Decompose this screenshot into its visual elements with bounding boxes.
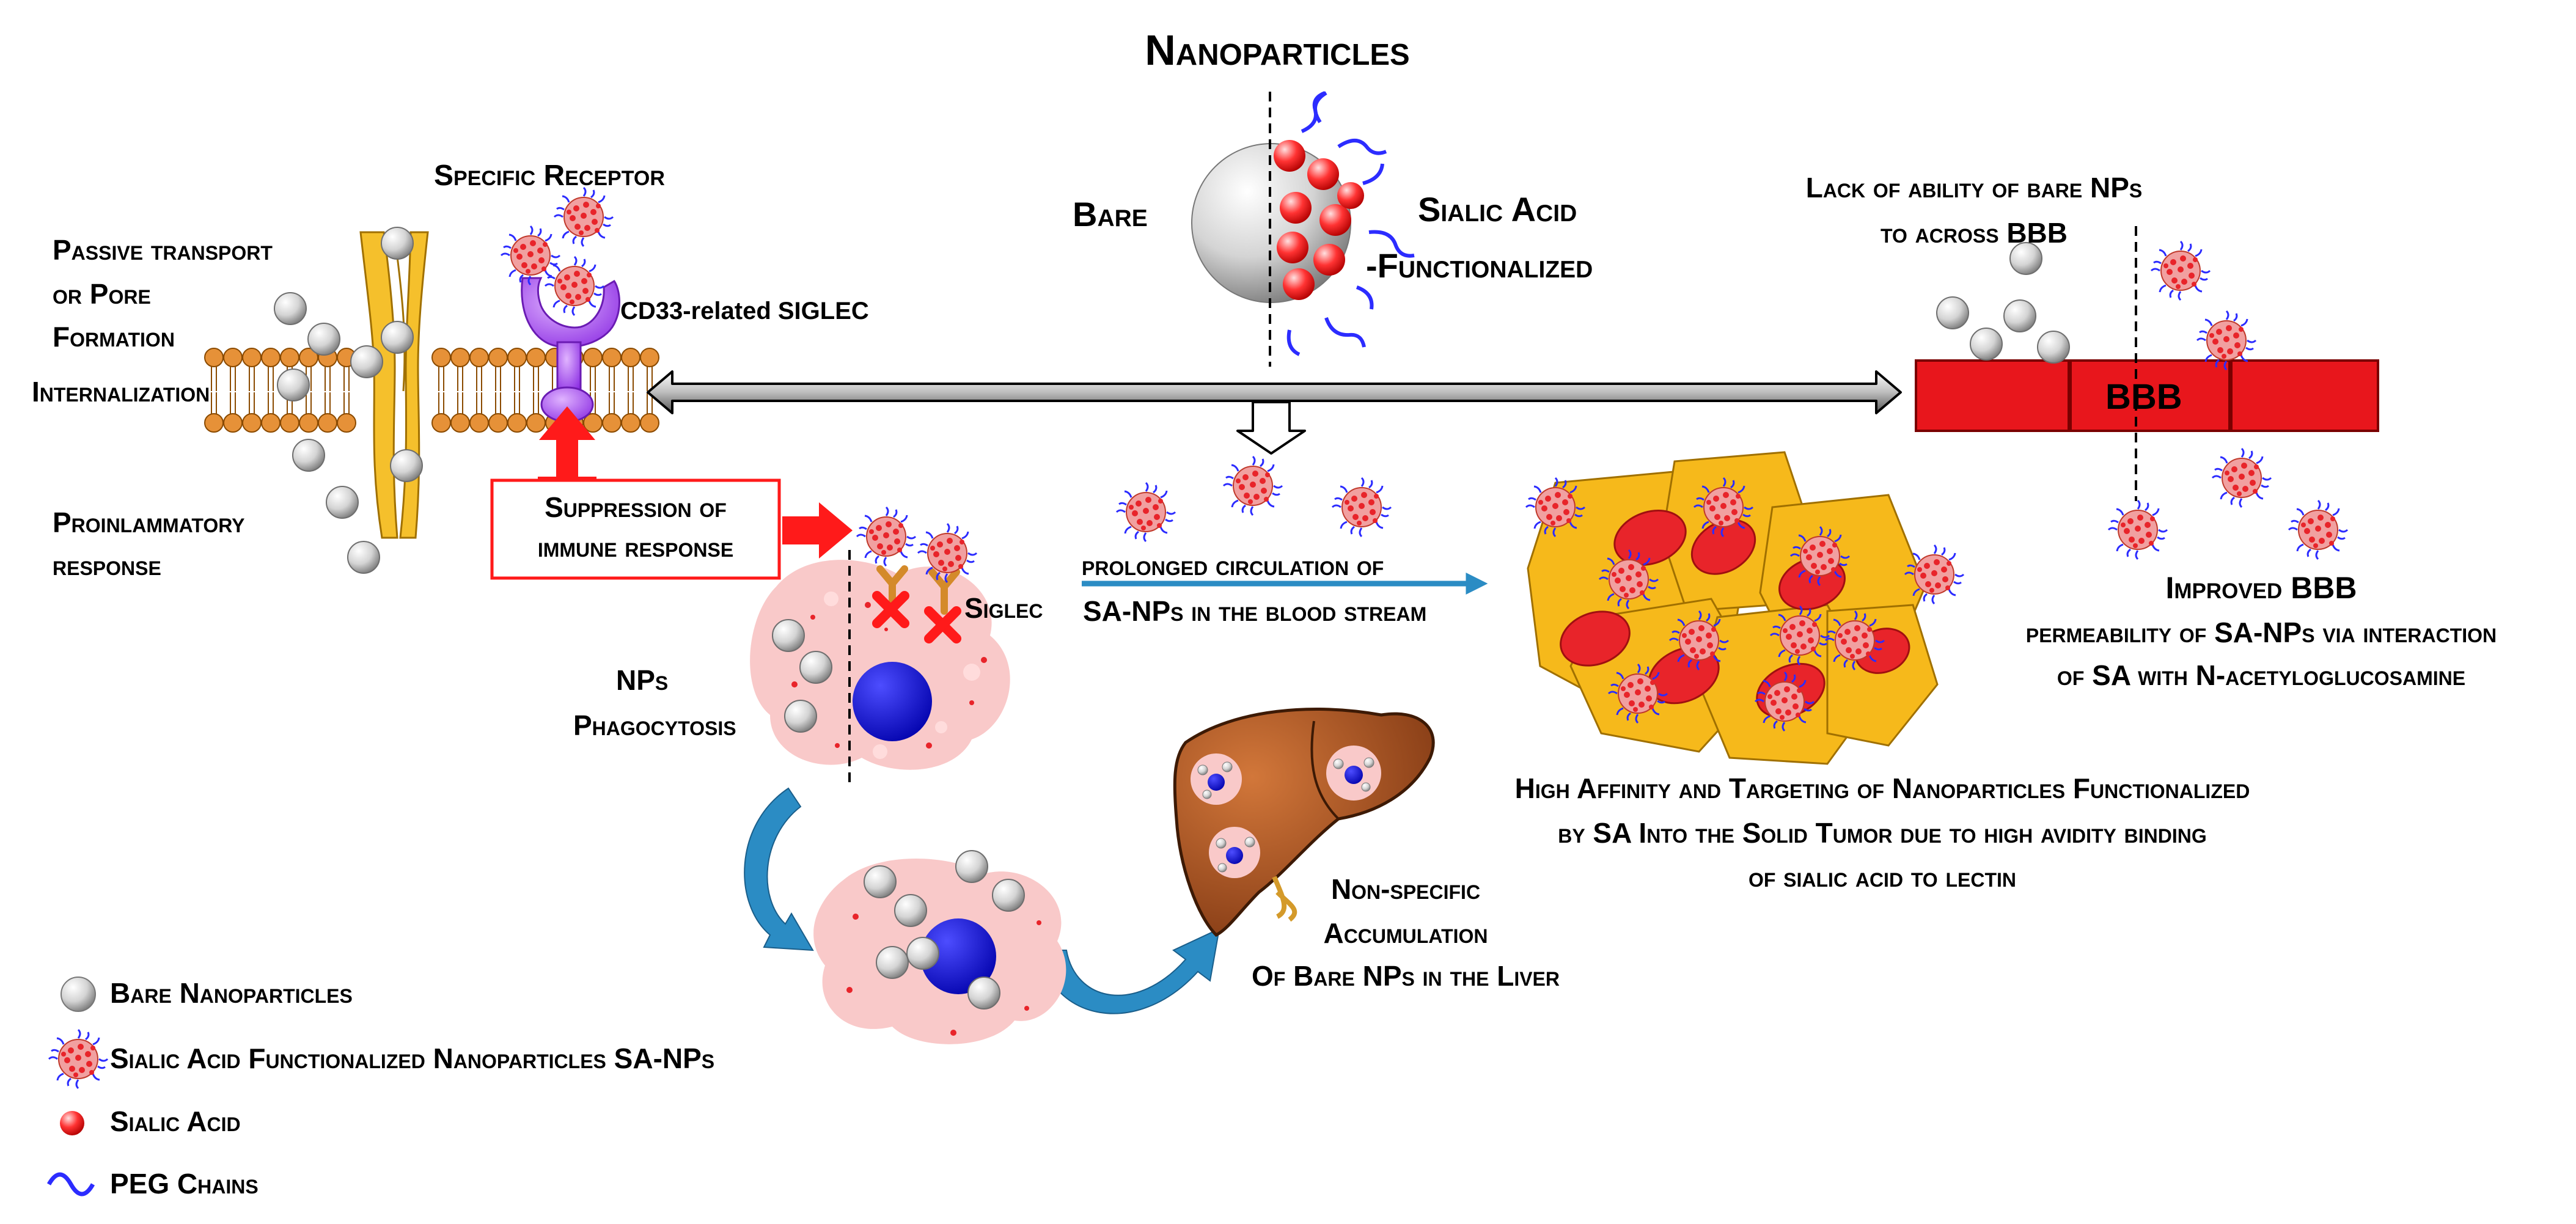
- specific-receptor-label: Specific Receptor: [434, 159, 665, 192]
- legend-sa-label: Sialic Acid: [110, 1105, 241, 1137]
- legend-peg-chain-icon: [46, 1172, 95, 1197]
- legend-sa-np-icon: [48, 1028, 109, 1090]
- bbb-improved-line1: Improved BBB: [2165, 571, 2357, 605]
- siglec-label: Siglec: [964, 592, 1043, 624]
- sa-functionalized-line2: -Functionalized: [1366, 246, 1593, 285]
- liver-line3: Of Bare NPs in the Liver: [1251, 960, 1560, 992]
- circulation-line2: SA-NPs in the blood stream: [1083, 595, 1427, 627]
- legend-glyphs: [46, 977, 109, 1197]
- liver-line1: Non-specific: [1330, 873, 1481, 905]
- siglec-receptor: [521, 277, 620, 423]
- siglec-receptor-label: CD33-related SIGLEC: [620, 298, 869, 324]
- double-arrow: [647, 370, 1902, 455]
- suppression-arrow: [782, 502, 853, 559]
- bbb-label: BBB: [2105, 377, 2182, 417]
- legend-bare-label: Bare Nanoparticles: [110, 977, 353, 1009]
- receptor-sa-nps: [500, 186, 614, 317]
- bbb-improved-line3: of SA with N-acetyloglucosamine: [2057, 659, 2466, 691]
- circulation-line1: prolonged circulation of: [1082, 549, 1384, 581]
- membrane-channel: [359, 231, 429, 539]
- curved-arrows: [744, 787, 1220, 1014]
- nps-phagocytosis-line2: Phagocytosis: [573, 709, 736, 741]
- legend-peg-label: PEG Chains: [110, 1168, 259, 1200]
- legend-sialic-acid-icon: [60, 1111, 84, 1135]
- macrophage-upper: [750, 506, 1010, 788]
- liver: [1173, 708, 1435, 937]
- nanoparticle-illustration: [1191, 91, 1415, 367]
- tumor-line1: High Affinity and Targeting of Nanoparti…: [1514, 772, 2250, 804]
- up-arrow: [538, 406, 596, 480]
- suppression-box: [490, 478, 781, 580]
- sa-functionalized-line1: Sialic Acid: [1418, 190, 1577, 229]
- passive-transport-line2: or Pore: [53, 278, 151, 310]
- suppression-line2: immune response: [537, 531, 734, 563]
- suppression-line1: Suppression of: [545, 491, 727, 523]
- bbb-bare-nps: [1936, 242, 2070, 364]
- bbb-lack-line1: Lack of ability of bare NPs: [1805, 172, 2143, 203]
- liver-line2: Accumulation: [1323, 917, 1488, 949]
- bbb-lack-line2: to across BBB: [1881, 217, 2068, 249]
- proinflammatory-line1: Proinlammatory: [53, 507, 245, 538]
- tumor-line3: of sialic acid to lectin: [1748, 861, 2017, 893]
- cell-membrane: [204, 348, 659, 433]
- page-title: Nanoparticles: [1145, 26, 1410, 74]
- legend-bare-np-icon: [61, 977, 96, 1012]
- passive-transport-line1: Passive transport: [53, 234, 273, 266]
- proinflammatory-line2: response: [53, 549, 161, 581]
- nps-phagocytosis-line1: NPs: [616, 664, 669, 696]
- bbb-improved-line2: permeability of SA-NPs via interaction: [2025, 617, 2497, 648]
- legend-sanp-label: Sialic Acid Functionalized Nanoparticles…: [110, 1043, 715, 1074]
- macrophage-lower: [813, 850, 1066, 1044]
- internalization-label: Internalization: [32, 376, 210, 408]
- bbb-barrier: [1915, 226, 2379, 501]
- circulating-sa-nps: [1115, 455, 1392, 543]
- passive-transport-line3: Formation: [53, 321, 175, 353]
- tumor-line2: by SA Into the Solid Tumor due to high a…: [1558, 817, 2207, 849]
- bare-label: Bare: [1073, 195, 1148, 233]
